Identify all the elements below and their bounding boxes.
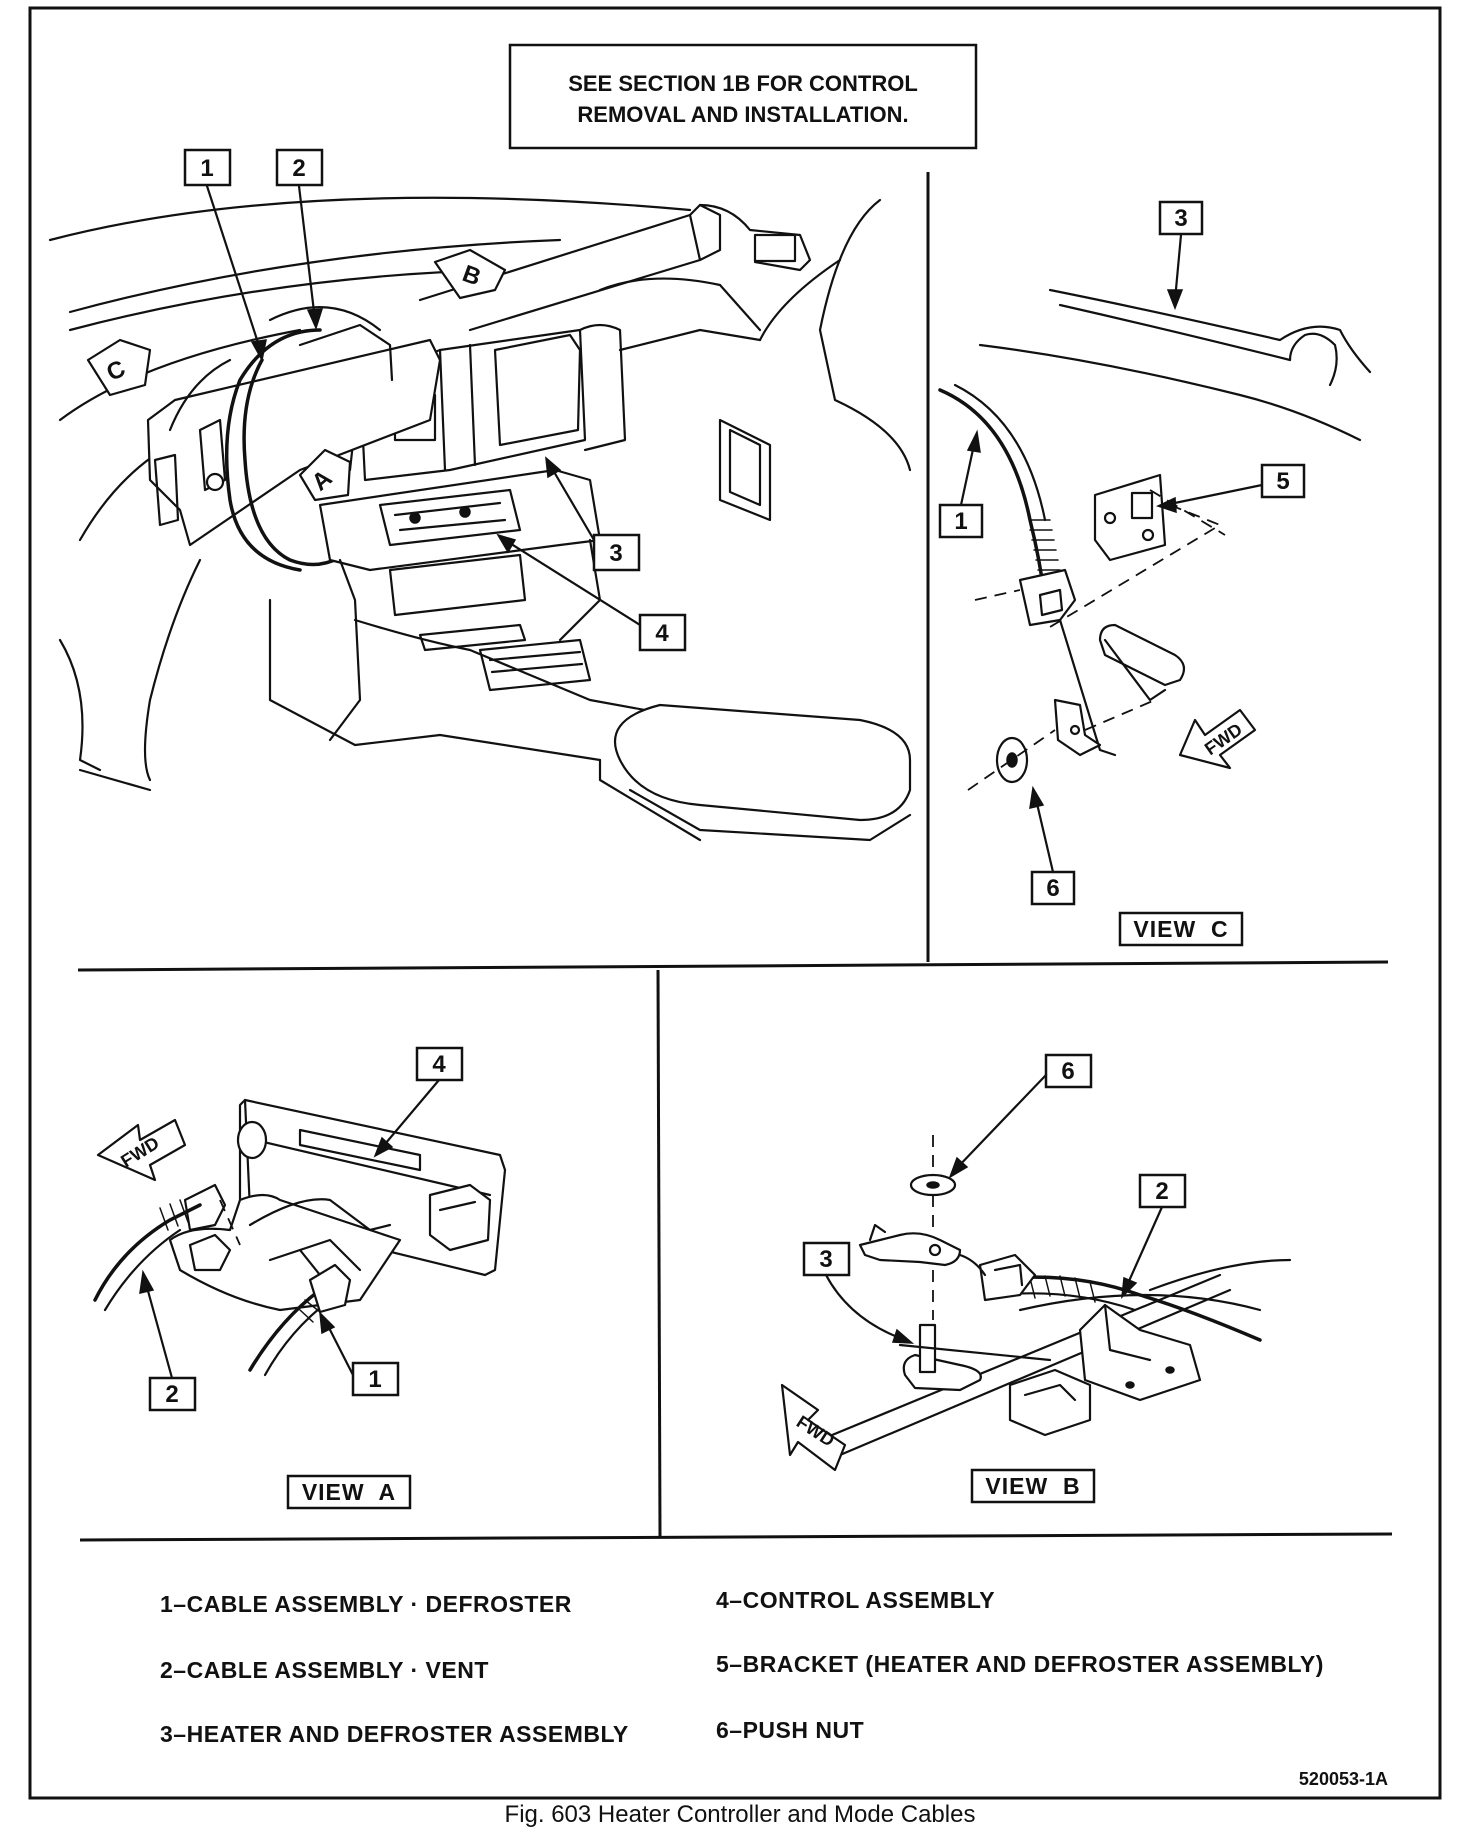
main-callout-1: 1 <box>200 155 213 182</box>
main-callout-3: 3 <box>609 540 622 567</box>
view-c-callouts: 3 1 5 6 VIEW C <box>938 200 1306 947</box>
legend-item-6: 6–PUSH NUT <box>716 1717 864 1743</box>
main-callout-2: 2 <box>292 155 305 182</box>
legend-item-5: 5–BRACKET (HEATER AND DEFROSTER ASSEMBLY… <box>716 1651 1324 1677</box>
legend-item-3: 3–HEATER AND DEFROSTER ASSEMBLY <box>160 1721 629 1747</box>
viewb-callout-2: 2 <box>1155 1178 1168 1205</box>
viewb-callout-3: 3 <box>819 1246 832 1273</box>
section-note: SEE SECTION 1B FOR CONTROL REMOVAL AND I… <box>508 43 978 150</box>
view-b-label-box <box>970 1468 1096 1504</box>
divider-viewa-viewb <box>656 969 662 1537</box>
main-callout-4: 4 <box>655 620 669 647</box>
viewa-callout-4: 4 <box>432 1051 446 1078</box>
divider-top-row <box>77 960 1389 972</box>
view-b-fwd-arrow <box>780 1383 847 1472</box>
view-b-marker <box>433 248 507 300</box>
figure-frame <box>28 6 1442 1800</box>
legend-item-1: 1–CABLE ASSEMBLY · DEFROSTER <box>160 1591 572 1617</box>
viewc-callout-6: 6 <box>1046 875 1059 902</box>
divider-legend <box>79 1532 1393 1542</box>
view-a-label-box <box>286 1474 412 1510</box>
view-a-fwd-arrow <box>96 1118 187 1182</box>
viewc-callout-5: 5 <box>1276 468 1289 495</box>
view-a-label: VIEW A <box>302 1479 396 1505</box>
view-a-callouts: 4 2 1 VIEW A <box>139 1046 464 1510</box>
viewa-callout-2: 2 <box>165 1381 178 1408</box>
viewa-callout-1: 1 <box>368 1366 381 1393</box>
note-line-1: SEE SECTION 1B FOR CONTROL <box>568 71 918 96</box>
view-c-illustration: FWD <box>938 288 1372 791</box>
legend-item-2: 2–CABLE ASSEMBLY · VENT <box>160 1657 489 1683</box>
viewc-callout-3: 3 <box>1174 205 1187 232</box>
view-b-label: VIEW B <box>985 1473 1080 1499</box>
view-c-fwd-arrow <box>1178 708 1257 770</box>
view-b-illustration: FWD <box>780 1135 1292 1472</box>
main-callouts: 1 2 3 4 <box>183 148 687 652</box>
figure-caption: Fig. 603 Heater Controller and Mode Cabl… <box>505 1801 976 1828</box>
view-c-label-box <box>1118 911 1244 947</box>
view-b-callouts: 6 2 3 VIEW B <box>802 1053 1187 1504</box>
view-a-marker <box>298 448 352 502</box>
note-line-2: REMOVAL AND INSTALLATION. <box>577 102 908 127</box>
viewb-callout-6: 6 <box>1061 1058 1074 1085</box>
main-dashboard-illustration: B C A <box>48 196 912 842</box>
viewc-callout-1: 1 <box>954 508 967 535</box>
legend-item-4: 4–CONTROL ASSEMBLY <box>716 1587 995 1613</box>
view-c-label: VIEW C <box>1133 916 1228 942</box>
view-c-marker <box>86 338 152 397</box>
parts-legend: 1–CABLE ASSEMBLY · DEFROSTER 2–CABLE ASS… <box>160 1587 1324 1747</box>
view-a-illustration: FWD <box>93 1098 507 1377</box>
figure-code: 520053-1A <box>1299 1769 1388 1789</box>
